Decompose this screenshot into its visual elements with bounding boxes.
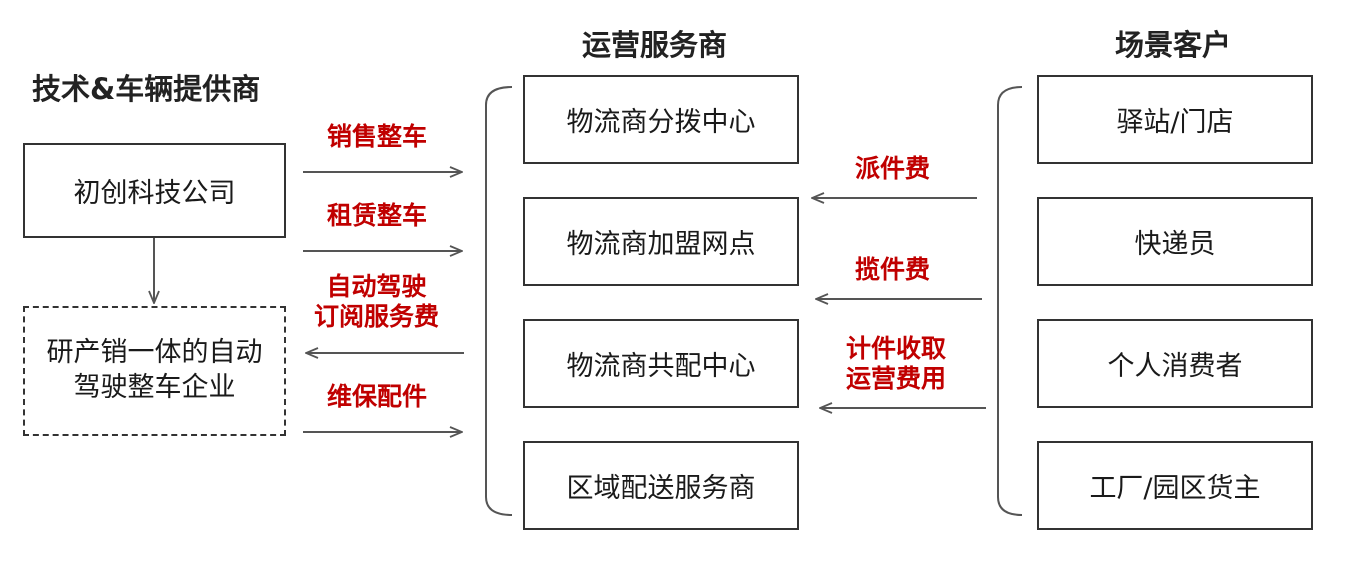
flow-label-delivery-fee: 派件费	[855, 154, 931, 183]
operator-box-franchise-outlet: 物流商加盟网点	[523, 197, 799, 286]
customer-label-factory-park: 工厂/园区货主	[1089, 473, 1261, 504]
customer-label-courier: 快递员	[1134, 229, 1216, 260]
startup-label: 初创科技公司	[73, 178, 236, 209]
flow-label-operating-fee: 计件收取 运营费用	[846, 334, 947, 393]
operator-box-shared-distribution: 物流商共配中心	[523, 319, 799, 408]
customer-label-consumer: 个人消费者	[1107, 351, 1243, 382]
flow-label-subscription-fee: 自动驾驶 订阅服务费	[314, 272, 440, 331]
customer-box-courier: 快递员	[1037, 197, 1313, 286]
operator-box-sorting-center: 物流商分拨中心	[523, 75, 799, 164]
integrated-oem-box: 研产销一体的自动驾驶整车企业	[23, 306, 286, 436]
operator-heading: 运营服务商	[582, 28, 728, 62]
operator-bracket	[485, 86, 513, 516]
customer-heading: 场景客户	[1115, 28, 1232, 62]
integrated-oem-label: 研产销一体的自动驾驶整车企业	[46, 337, 263, 403]
operator-label-sorting-center: 物流商分拨中心	[566, 107, 756, 138]
customer-box-consumer: 个人消费者	[1037, 319, 1313, 408]
customer-bracket	[997, 86, 1023, 516]
tech-provider-heading: 技术&车辆提供商	[32, 72, 261, 106]
customer-label-station-store: 驿站/门店	[1116, 107, 1234, 138]
flow-label-sell-vehicle: 销售整车	[327, 122, 428, 151]
operator-label-shared-distribution: 物流商共配中心	[566, 351, 756, 382]
startup-box: 初创科技公司	[23, 143, 286, 238]
flow-label-maintenance-parts: 维保配件	[327, 382, 428, 411]
operator-label-franchise-outlet: 物流商加盟网点	[566, 229, 756, 260]
customer-box-station-store: 驿站/门店	[1037, 75, 1313, 164]
flow-label-lease-vehicle: 租赁整车	[327, 201, 428, 230]
customer-box-factory-park: 工厂/园区货主	[1037, 441, 1313, 530]
operator-label-regional-delivery: 区域配送服务商	[566, 473, 756, 504]
operator-box-regional-delivery: 区域配送服务商	[523, 441, 799, 530]
flow-label-pickup-fee: 揽件费	[855, 255, 931, 284]
